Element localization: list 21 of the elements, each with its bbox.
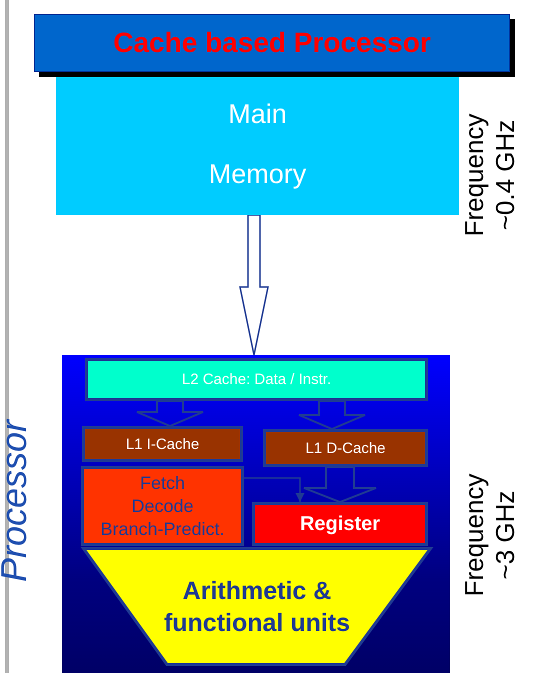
functional-units-trapezoid — [82, 547, 432, 666]
node-label: Main Memory — [208, 98, 308, 191]
node-label: Fetch Decode Branch-Predict. — [99, 472, 226, 540]
node-label: Arithmetic & functional units — [162, 576, 352, 638]
frequency-label: Frequency ~3 GHz — [459, 472, 521, 598]
block-arrow — [303, 466, 377, 504]
block-arrow — [298, 400, 366, 430]
block-arrow — [136, 400, 204, 428]
node-label: L2 Cache: Data / Instr. — [182, 371, 332, 388]
block-arrow — [239, 214, 269, 356]
frequency-label: Frequency ~0.4 GHz — [459, 112, 521, 238]
node-label: L1 D-Cache — [305, 440, 386, 456]
cache-box — [85, 358, 428, 401]
arrow — [244, 477, 304, 502]
cache-box — [82, 426, 243, 462]
processor-label: Processor — [0, 418, 35, 584]
node-label: Register — [300, 512, 380, 536]
register-box — [252, 502, 428, 546]
fetch-unit-box — [81, 466, 244, 546]
node-label: L1 I-Cache — [126, 436, 200, 452]
cache-box — [263, 429, 428, 467]
